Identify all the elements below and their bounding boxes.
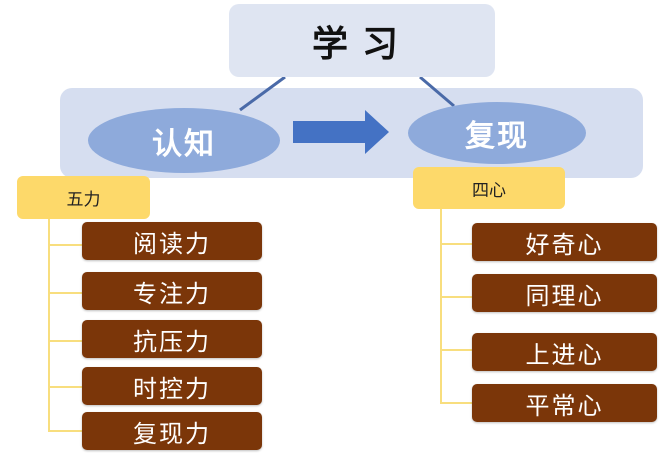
ability-label: 阅读力 bbox=[133, 229, 211, 258]
ability-item: 阅读力 bbox=[82, 222, 262, 260]
connector-title-to-cognition bbox=[239, 75, 286, 112]
mindset-item: 上进心 bbox=[472, 333, 657, 371]
mindset-label: 上进心 bbox=[525, 340, 604, 369]
right-branch-3 bbox=[440, 349, 472, 351]
right-tree-trunk bbox=[440, 209, 442, 404]
right-branch-2 bbox=[440, 296, 472, 298]
ability-label: 复现力 bbox=[133, 419, 211, 448]
cognition-node: 认知 bbox=[88, 108, 280, 173]
reproduction-node: 复现 bbox=[408, 102, 586, 164]
four-minds-category: 四心 bbox=[413, 167, 565, 209]
reproduction-label: 复现 bbox=[465, 119, 529, 154]
mindset-item: 平常心 bbox=[472, 384, 657, 422]
connector-title-to-reproduction bbox=[419, 75, 455, 108]
title-box: 学习 bbox=[229, 4, 495, 77]
left-branch-1 bbox=[48, 244, 82, 246]
ability-item: 抗压力 bbox=[82, 320, 262, 358]
ability-item: 专注力 bbox=[82, 272, 262, 310]
mindset-item: 好奇心 bbox=[472, 223, 657, 261]
five-abilities-label: 五力 bbox=[66, 190, 101, 210]
five-abilities-category: 五力 bbox=[17, 176, 150, 219]
left-tree-trunk bbox=[48, 219, 50, 431]
ability-item: 复现力 bbox=[82, 412, 262, 450]
left-branch-5 bbox=[48, 430, 82, 432]
right-branch-4 bbox=[440, 402, 472, 404]
left-branch-3 bbox=[48, 340, 82, 342]
mindset-label: 同理心 bbox=[525, 281, 604, 310]
mindset-label: 平常心 bbox=[525, 391, 604, 420]
four-minds-label: 四心 bbox=[472, 180, 506, 201]
mindset-item: 同理心 bbox=[472, 274, 657, 312]
ability-item: 时控力 bbox=[82, 367, 262, 405]
left-branch-2 bbox=[48, 292, 82, 294]
ability-label: 抗压力 bbox=[133, 327, 211, 356]
right-arrow-icon bbox=[293, 110, 389, 154]
title-text: 学习 bbox=[311, 23, 412, 65]
cognition-label: 认知 bbox=[152, 126, 216, 162]
left-branch-4 bbox=[48, 386, 82, 388]
right-branch-1 bbox=[440, 243, 472, 245]
ability-label: 专注力 bbox=[133, 279, 211, 308]
ability-label: 时控力 bbox=[133, 374, 211, 403]
mindset-label: 好奇心 bbox=[525, 230, 604, 259]
